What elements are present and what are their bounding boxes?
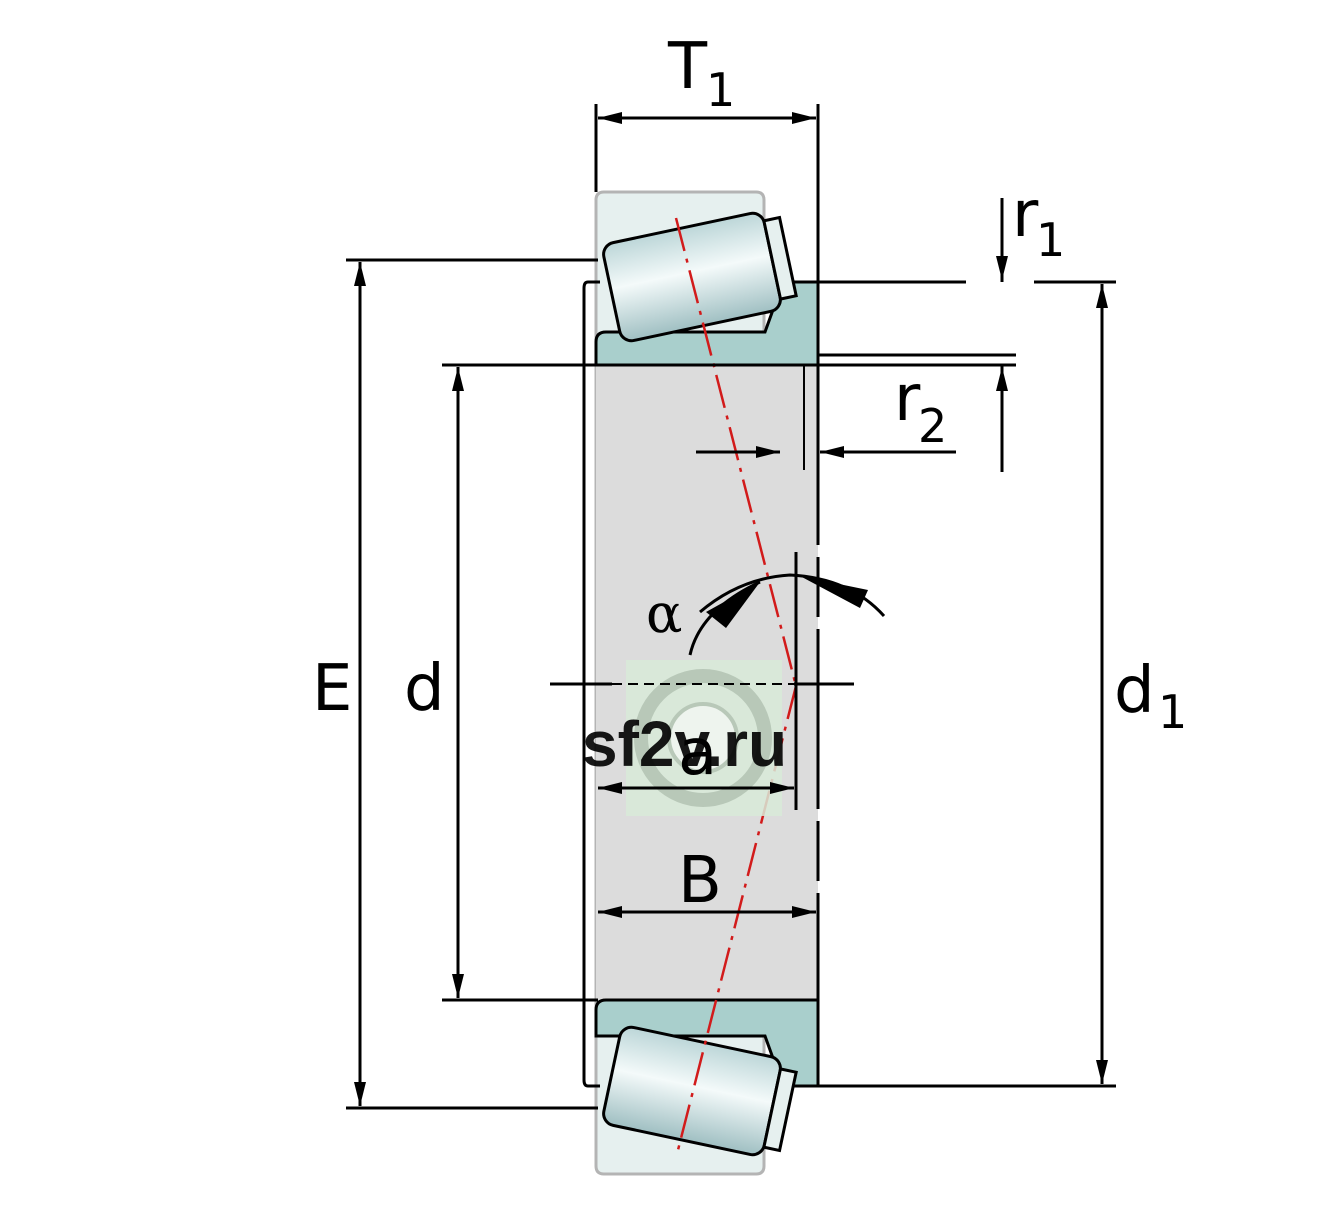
- label-a: a: [678, 716, 717, 790]
- roller-bottom: [602, 1025, 798, 1157]
- label-B: B: [678, 844, 722, 918]
- label-r2: r: [894, 362, 921, 436]
- label-d1: d: [1114, 654, 1155, 728]
- extension-lines: [346, 104, 1116, 1110]
- label-r1-sub: 1: [1036, 213, 1065, 267]
- alpha-arrow-right: [800, 576, 868, 608]
- label-r2-sub: 2: [918, 399, 947, 453]
- label-r1: r: [1012, 178, 1039, 252]
- watermark: sf2v.ru: [582, 660, 787, 816]
- label-alpha: α: [646, 582, 682, 645]
- label-T-sub: 1: [706, 63, 735, 117]
- label-T: T: [667, 30, 708, 104]
- label-d1-sub: 1: [1158, 685, 1187, 739]
- cage-top: [582, 280, 600, 360]
- cage-bottom: [582, 1008, 600, 1088]
- alpha-arrow-left: [706, 582, 760, 628]
- label-d: d: [404, 652, 445, 726]
- cone-top: [594, 280, 820, 367]
- label-E: E: [312, 652, 352, 726]
- watermark-text: sf2v.ru: [582, 708, 787, 780]
